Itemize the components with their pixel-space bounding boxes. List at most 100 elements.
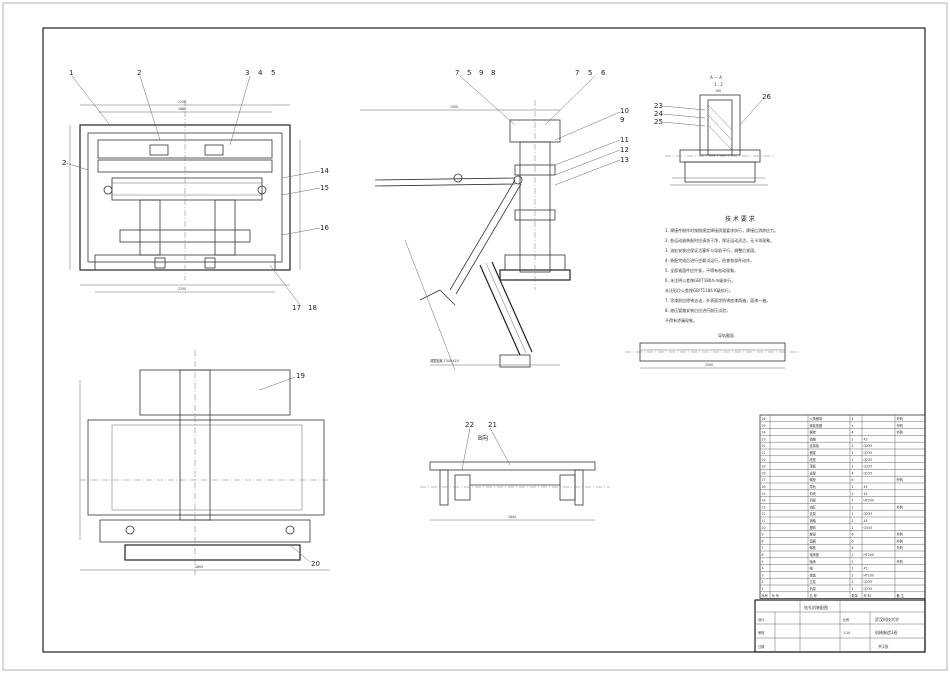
balloon-7b: 7 — [575, 69, 579, 77]
tech-title: 技 术 要 求 — [725, 215, 755, 223]
svg-text:调整距离 1340±20: 调整距离 1340±20 — [430, 358, 459, 363]
bom-row-22-qty: 2 — [852, 444, 854, 448]
balloon-9: 9 — [479, 69, 483, 77]
tech-line-1: 1. 焊接件制作时按照规定焊接质量要求执行，焊接后消除应力。 — [665, 227, 778, 233]
bom-row-3-no: 3 — [762, 573, 764, 577]
balloon-18: 18 — [308, 304, 317, 312]
bom-row-18-name: 支腿 — [810, 470, 817, 475]
bom-row-15-name: 滑块 — [810, 491, 817, 496]
drawing-frame — [42, 27, 926, 653]
title-block: 钻孔机装配图 武汉科技大学 机械制造1班 共1张 设计 审核 日期 比例 1:1… — [754, 599, 926, 653]
bom-row-15-mat: 45 — [864, 492, 868, 496]
bom-row-9-note: 外购 — [897, 532, 903, 537]
bom-row-17-name: 螺栓 — [810, 477, 817, 482]
bom-row-20-qty: 1 — [852, 458, 854, 462]
bom-row-13-name: 油缸 — [810, 504, 817, 509]
bom-row-9-no: 9 — [762, 533, 764, 537]
scale-value: 1:10 — [843, 631, 850, 635]
bom-row-23-mat: 45 — [864, 437, 868, 441]
bom-row-10-mat: Q345 — [864, 526, 873, 530]
school-name: 武汉科技大学 — [875, 616, 899, 622]
bom-row-4-name: 轴 — [810, 566, 813, 571]
bom-row-11-no: 11 — [762, 519, 766, 523]
bom-row-4-qty: 1 — [852, 567, 854, 571]
bom-row-20-name: 底座 — [810, 457, 817, 462]
balloon-22: 22 — [465, 421, 474, 429]
bom-row-7-qty: 6 — [852, 546, 854, 550]
bom-row-2-name: 立柱 — [810, 579, 817, 584]
bom-row-26-qty: 4 — [852, 417, 854, 421]
view-b: B向 1640 — [420, 434, 610, 521]
balloon-9b: 9 — [620, 116, 624, 124]
bom-row-15-qty: 2 — [852, 492, 854, 496]
bom-row-16-mat: 45 — [864, 485, 868, 489]
bom-row-24-note: 外购 — [897, 430, 903, 435]
bom-row-5-note: 外购 — [897, 559, 903, 564]
balloon-13: 13 — [620, 156, 629, 164]
bom-row-6-qty: 2 — [852, 553, 854, 557]
balloon-11: 11 — [620, 136, 629, 144]
bom-row-14-no: 14 — [762, 499, 766, 503]
plan-view: 1800 — [79, 350, 330, 575]
sheet-count: 共1张 — [878, 643, 889, 649]
tech-line-6: 6. 未注明公差按GB/T1804-m级执行， — [665, 277, 735, 283]
bom-row-2-mat: Q235 — [864, 580, 873, 584]
svg-text:1350: 1350 — [450, 105, 458, 109]
balloon-5c: 5 — [588, 69, 592, 77]
scale-a-label: 1 : 2 — [714, 82, 723, 87]
balloon-14: 14 — [320, 167, 329, 175]
tech-line-5: 5. 全部紧固件应拧紧，不得有松动现象。 — [665, 267, 738, 273]
bom-row-1-qty: 1 — [852, 587, 854, 591]
balloon-5: 5 — [271, 69, 275, 77]
bom-row-19-no: 19 — [762, 465, 766, 469]
bom-row-12-mat: Q235 — [864, 512, 873, 516]
bom-row-3-mat: HT200 — [864, 573, 874, 577]
bom-row-6-name: 轴承座 — [810, 552, 820, 557]
bom-row-4-mat: 45 — [864, 567, 868, 571]
bom-row-10-no: 10 — [762, 526, 766, 530]
bom-row-8-name: 垫圈 — [810, 538, 816, 543]
bom-row-8-qty: 6 — [852, 539, 854, 543]
bom-row-19-mat: Q235 — [864, 465, 873, 469]
bom-row-4-no: 4 — [762, 567, 764, 571]
balloon-6: 6 — [601, 69, 606, 77]
bom-row-15-no: 15 — [762, 492, 766, 496]
balloon-8: 8 — [491, 69, 495, 77]
guide-rail-section: 导轨截面 1500 — [625, 332, 800, 369]
bom-row-21-no: 21 — [762, 451, 766, 455]
bom-row-23-name: 销轴 — [810, 436, 816, 441]
bom-header-mat: 材 料 — [864, 593, 872, 598]
svg-text:1800: 1800 — [195, 565, 203, 569]
bom-row-2-no: 2 — [762, 580, 764, 584]
balloon-16: 16 — [320, 224, 329, 232]
bom-row-21-qty: 1 — [852, 451, 854, 455]
balloon-1: 1 — [69, 69, 73, 77]
bom-row-8-note: 外购 — [897, 538, 903, 543]
bom-row-9-name: 螺母 — [810, 532, 816, 537]
bom-row-16-no: 16 — [762, 485, 766, 489]
bom-row-10-name: 摆臂 — [810, 525, 817, 530]
tech-line-2: 2. 各运动副装配时应清洗干净，保证运动灵活，无卡滞现象。 — [665, 237, 774, 243]
bom-row-5-qty: 2 — [852, 560, 854, 564]
bom-row-13-qty: 1 — [852, 505, 854, 509]
bom-row-2-qty: 2 — [852, 580, 854, 584]
bom-header-no: 序号 — [762, 593, 768, 598]
section-a-a: A — A 1 : 2 100 — [665, 75, 775, 186]
bom-row-22-name: 连接板 — [810, 443, 820, 448]
bom-row-22-mat: Q235 — [864, 444, 873, 448]
svg-text:1880: 1880 — [178, 107, 186, 111]
bom-row-16-qty: 2 — [852, 485, 854, 489]
tech-requirements: 技 术 要 求 1. 焊接件制作时按照规定焊接质量要求执行，焊接后消除应力。 2… — [665, 215, 778, 323]
bom-row-17-no: 17 — [762, 478, 766, 482]
balloon-4: 4 — [258, 69, 263, 77]
bom-row-26-name: 六角螺母 — [810, 416, 823, 421]
bom-row-26-no: 26 — [762, 417, 766, 421]
tech-line-7: 未注形位公差按GB/T1184-K级执行。 — [665, 287, 733, 293]
bom-row-23-qty: 2 — [852, 437, 854, 441]
bom-row-21-name: 横梁 — [810, 450, 817, 455]
bom-row-13-no: 13 — [762, 505, 766, 509]
balloon-26: 26 — [762, 93, 771, 101]
